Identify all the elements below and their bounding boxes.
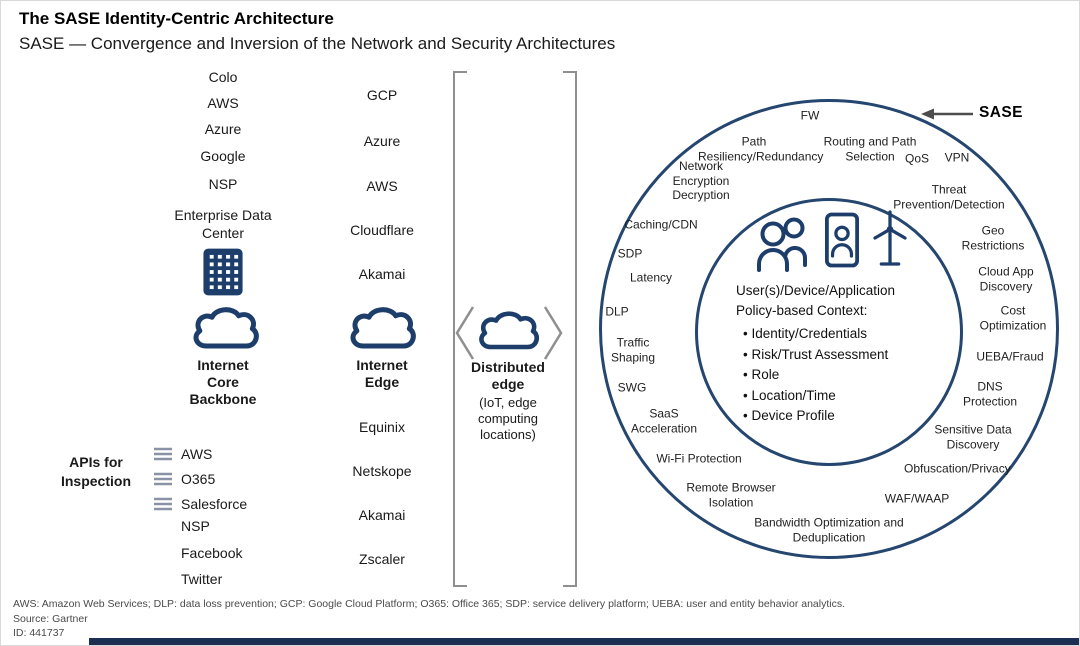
- policy-context-heading-2: Policy-based Context:: [736, 303, 868, 318]
- distributed-edge-label: Distributed edge: [471, 359, 545, 392]
- ring-service-cloud-app-discovery: Cloud App Discovery: [978, 264, 1034, 293]
- ring-service-waf-waap: WAF/WAAP: [884, 491, 950, 506]
- internet-edge-label: Internet Edge: [356, 357, 408, 390]
- ring-service-wifi-protection: Wi-Fi Protection: [656, 451, 742, 466]
- edge-provider-akamai: Akamai: [358, 266, 406, 282]
- api-item-label: O365: [181, 471, 216, 487]
- sase-outer-circle: [599, 99, 1059, 559]
- building-icon: [203, 248, 243, 296]
- footer-bar: [89, 638, 1079, 645]
- edge-provider-cloudflare: Cloudflare: [350, 222, 414, 238]
- distributed-edge-bracket-left: [453, 71, 467, 587]
- api-item-row-o365: O365: [153, 471, 215, 487]
- device-phone-icon: [825, 212, 859, 268]
- policy-context-item-risk-trust: Risk/Trust Assessment: [743, 345, 942, 366]
- cloud-icon-internet-core: [193, 307, 259, 349]
- ring-service-geo-restrictions: Geo Restrictions: [961, 223, 1025, 252]
- api-item-row-salesforce: Salesforce: [153, 496, 247, 512]
- list-icon: [154, 447, 172, 461]
- apis-for-inspection-label: APIs for Inspection: [60, 454, 131, 489]
- wind-turbine-icon: [873, 210, 907, 266]
- cloud-icon-internet-edge: [350, 307, 416, 349]
- policy-context-heading-1: User(s)/Device/Application: [736, 283, 896, 298]
- api-item-row-nsp: NSP: [153, 518, 210, 534]
- icon-spacer: [153, 546, 173, 560]
- ring-service-fw: FW: [800, 108, 820, 123]
- ring-service-dns-protection: DNS Protection: [962, 379, 1018, 408]
- ring-service-caching-cdn: Caching/CDN: [624, 217, 698, 232]
- icon-spacer: [153, 519, 173, 533]
- ring-service-sensitive-data-discovery: Sensitive Data Discovery: [934, 422, 1012, 451]
- abbreviation-note: AWS: Amazon Web Services; DLP: data loss…: [13, 598, 846, 610]
- ring-service-remote-browser-isolation: Remote Browser Isolation: [686, 480, 776, 509]
- policy-context-list: Identity/Credentials Risk/Trust Assessme…: [736, 324, 942, 427]
- ring-service-threat-prevention-detection: Threat Prevention/Detection: [893, 182, 1005, 211]
- api-item-label: NSP: [181, 518, 210, 534]
- sase-label: SASE: [979, 104, 1023, 121]
- edge-provider-aws: AWS: [366, 178, 398, 194]
- cloud-icon-distributed-edge: [479, 311, 540, 350]
- provider-enterprise-data-center: Enterprise Data Center: [174, 207, 272, 241]
- ring-service-sdp: SDP: [617, 246, 643, 261]
- ring-service-dlp: DLP: [605, 304, 629, 319]
- api-item-row-twitter: Twitter: [153, 571, 222, 587]
- ring-service-network-encryption-decryption: Network Encryption Decryption: [672, 159, 730, 203]
- provider-google: Google: [200, 148, 246, 164]
- edge-provider-zscaler: Zscaler: [359, 551, 405, 567]
- users-icon: [757, 217, 808, 272]
- ring-service-routing-and-path-selection: Routing and Path Selection: [823, 134, 917, 163]
- api-item-row-aws: AWS: [153, 446, 212, 462]
- api-item-label: Facebook: [181, 545, 243, 561]
- list-icon: [154, 497, 172, 511]
- ring-service-obfuscation-privacy: Obfuscation/Privacy: [904, 461, 1011, 476]
- api-item-label: Twitter: [181, 571, 223, 587]
- provider-nsp: NSP: [208, 176, 238, 192]
- ring-service-latency: Latency: [629, 270, 673, 285]
- policy-context-item-role: Role: [743, 365, 942, 386]
- edge-provider-akamai-2: Akamai: [358, 507, 406, 523]
- ring-service-traffic-shaping: Traffic Shaping: [610, 335, 656, 364]
- ring-service-path-resiliency-redundancy: Path Resiliency/Redundancy: [698, 134, 824, 163]
- policy-context-item-identity: Identity/Credentials: [743, 324, 942, 345]
- policy-context-item-location-time: Location/Time: [743, 386, 942, 407]
- ring-service-bandwidth-optimization-deduplication: Bandwidth Optimization and Deduplication: [754, 515, 904, 544]
- sase-inner-circle: [695, 198, 963, 466]
- ring-service-cost-optimization: Cost Optimization: [979, 303, 1047, 332]
- provider-azure: Azure: [204, 121, 242, 137]
- icon-spacer: [153, 572, 173, 586]
- page-title: The SASE Identity-Centric Architecture: [19, 9, 334, 28]
- distributed-edge-sublabel: (IoT, edge computing locations): [478, 395, 538, 442]
- ring-service-swg: SWG: [617, 380, 647, 395]
- internet-core-backbone-label: Internet Core Backbone: [189, 357, 257, 407]
- ring-service-qos: QoS: [904, 151, 930, 166]
- edge-provider-gcp: GCP: [366, 87, 398, 103]
- edge-provider-netskope: Netskope: [352, 463, 412, 479]
- provider-aws: AWS: [207, 95, 239, 111]
- api-item-label: AWS: [181, 446, 213, 462]
- source-note: Source: Gartner: [13, 613, 88, 625]
- page-subtitle: SASE — Convergence and Inversion of the …: [19, 34, 616, 53]
- ring-service-ueba-fraud: UEBA/Fraud: [976, 349, 1044, 364]
- edge-provider-azure: Azure: [363, 133, 401, 149]
- list-icon: [154, 472, 172, 486]
- policy-context-block: User(s)/Device/Application Policy-based …: [736, 281, 942, 427]
- provider-colo: Colo: [208, 69, 238, 85]
- policy-context-item-device-profile: Device Profile: [743, 406, 942, 427]
- id-note: ID: 441737: [13, 627, 65, 639]
- ring-service-vpn: VPN: [944, 150, 970, 165]
- ring-service-saas-acceleration: SaaS Acceleration: [630, 406, 698, 435]
- api-item-row-facebook: Facebook: [153, 545, 242, 561]
- api-item-label: Salesforce: [181, 496, 248, 512]
- distributed-edge-bracket-right: [563, 71, 577, 587]
- distributed-edge-chevrons: [455, 306, 563, 360]
- sase-pointer-arrow: [921, 108, 973, 120]
- edge-provider-equinix: Equinix: [359, 419, 405, 435]
